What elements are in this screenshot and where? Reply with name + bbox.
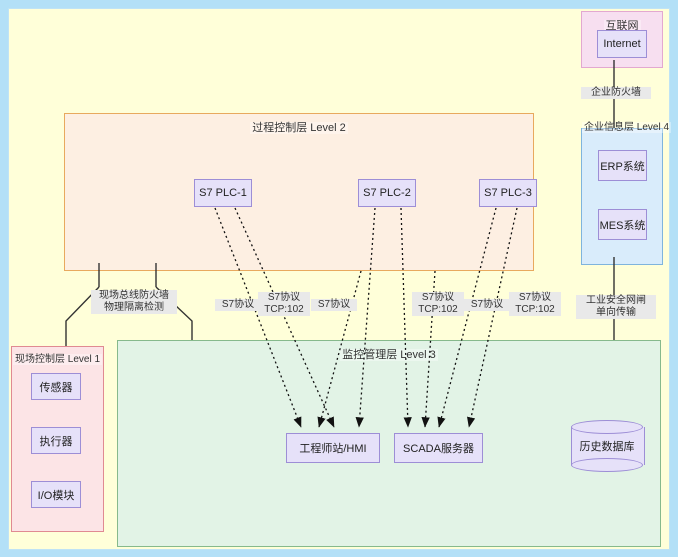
node-io-module[interactable]: I/O模块 <box>31 481 81 508</box>
label-security-gateway: 工业安全网闸 单向传输 <box>576 295 656 319</box>
zone-level2-title: 过程控制层 Level 2 <box>250 122 348 134</box>
label-protocol-5-line1: S7协议 <box>470 299 504 310</box>
node-internet[interactable]: Internet <box>597 30 647 58</box>
zone-level4-title: 企业信息层 Level 4 <box>582 122 672 133</box>
label-security-gateway-line1: 工业安全网闸 <box>586 295 646 306</box>
label-protocol-4: S7协议 TCP:102 <box>412 292 464 316</box>
label-fieldbus-firewall: 现场总线防火墙 物理隔离检测 <box>91 290 177 314</box>
cylinder-top <box>571 420 643 434</box>
node-plc-3[interactable]: S7 PLC-3 <box>479 179 537 207</box>
label-protocol-1: S7协议 <box>215 299 261 311</box>
zone-level3-title: 监控管理层 Level 3 <box>340 349 438 361</box>
node-scada-server[interactable]: SCADA服务器 <box>394 433 483 463</box>
node-plc-1[interactable]: S7 PLC-1 <box>194 179 252 207</box>
label-protocol-2-line1: S7协议 <box>267 292 301 303</box>
label-protocol-4-line2: TCP:102 <box>418 304 458 315</box>
label-protocol-3-line1: S7协议 <box>317 299 351 310</box>
diagram-canvas: 互联网 Internet 企业信息层 Level 4 ERP系统 MES系统 过… <box>8 8 672 550</box>
label-protocol-6-line1: S7协议 <box>518 292 552 303</box>
node-plc-2[interactable]: S7 PLC-2 <box>358 179 416 207</box>
label-fieldbus-firewall-line1: 现场总线防火墙 <box>99 290 169 301</box>
label-protocol-2: S7协议 TCP:102 <box>258 292 310 316</box>
node-actuator[interactable]: 执行器 <box>31 427 81 454</box>
label-protocol-3: S7协议 <box>311 299 357 311</box>
zone-level2: 过程控制层 Level 2 <box>64 113 534 271</box>
label-protocol-1-line1: S7协议 <box>221 299 255 310</box>
label-protocol-4-line1: S7协议 <box>421 292 455 303</box>
label-protocol-6-line2: TCP:102 <box>515 304 555 315</box>
node-historian-database[interactable]: 历史数据库 <box>571 420 645 472</box>
node-erp[interactable]: ERP系统 <box>598 150 647 181</box>
label-enterprise-firewall: 企业防火墙 <box>581 87 651 99</box>
zone-internet-title: 互联网 <box>603 20 641 32</box>
node-engineering-hmi[interactable]: 工程师站/HMI <box>286 433 380 463</box>
zone-level4: 企业信息层 Level 4 <box>581 122 672 265</box>
label-fieldbus-firewall-line2: 物理隔离检测 <box>104 302 164 313</box>
label-protocol-5: S7协议 <box>464 299 510 311</box>
label-protocol-2-line2: TCP:102 <box>264 304 304 315</box>
node-sensor[interactable]: 传感器 <box>31 373 81 400</box>
label-security-gateway-line2: 单向传输 <box>596 307 636 318</box>
historian-label: 历史数据库 <box>579 441 635 453</box>
zone-internet: 互联网 <box>581 11 663 68</box>
zone-level1-title: 现场控制层 Level 1 <box>12 354 103 365</box>
label-protocol-6: S7协议 TCP:102 <box>509 292 561 316</box>
node-mes[interactable]: MES系统 <box>598 209 647 240</box>
cylinder-bottom <box>571 458 643 472</box>
